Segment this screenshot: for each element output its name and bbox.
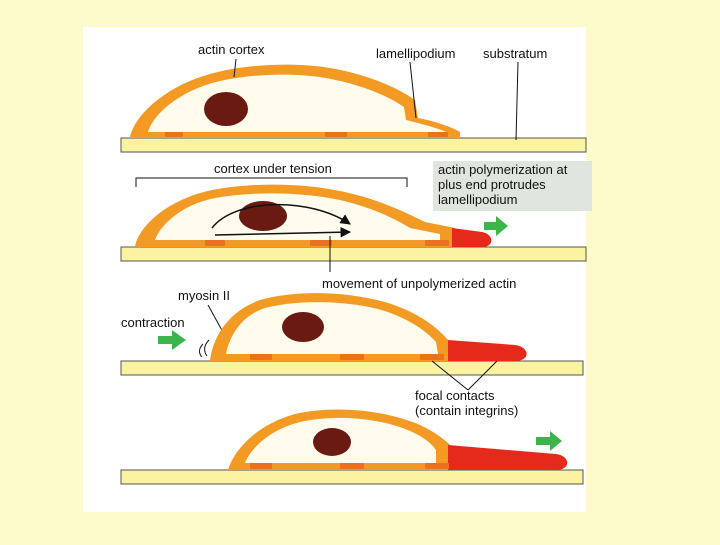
nucleus <box>239 201 287 231</box>
substratum-bar <box>120 137 587 153</box>
label-actin-cortex: actin cortex <box>198 42 265 57</box>
polymerized-actin-tip <box>448 340 527 361</box>
callout-line-3: lamellipodium <box>438 192 517 207</box>
cell-cytoplasm <box>226 302 438 354</box>
actin-flow-arrow <box>214 226 352 238</box>
label-substratum: substratum <box>483 46 547 61</box>
stage-2-cell <box>120 184 587 262</box>
callout-line-1: actin polymerization at <box>438 162 568 177</box>
substratum-bar <box>120 360 584 376</box>
focal-contacts <box>250 463 449 469</box>
stage-4-cell <box>120 409 584 485</box>
green-arrow-icon <box>536 431 562 451</box>
polymerization-callout <box>433 161 592 211</box>
stage-1-cell <box>120 64 587 153</box>
tension-bracket <box>135 177 408 187</box>
cell-cytoplasm <box>155 193 440 240</box>
label-focal-contacts: focal contacts <box>415 388 495 403</box>
label-lamellipodium: lamellipodium <box>376 46 455 61</box>
focal-contacts <box>205 240 449 246</box>
leader-focal-contacts <box>431 360 498 391</box>
focal-contacts <box>250 354 444 360</box>
leader-substratum <box>515 61 519 141</box>
label-movement-unpolymerized: movement of unpolymerized actin <box>322 276 516 291</box>
green-arrow-icon <box>158 330 186 350</box>
polymerized-actin-tip <box>452 228 492 247</box>
label-contraction: contraction <box>121 315 185 330</box>
substratum-bar <box>120 469 584 485</box>
label-myosin: myosin II <box>178 288 230 303</box>
cortex-flow-arrow <box>211 203 351 229</box>
polymerized-actin-tip <box>448 445 568 470</box>
focal-contacts <box>165 132 448 137</box>
leader-actin-cortex <box>233 58 237 78</box>
label-cortex-under-tension: cortex under tension <box>214 161 332 176</box>
nucleus <box>313 428 351 456</box>
label-integrins: (contain integrins) <box>415 403 518 418</box>
substratum-bar <box>120 246 587 262</box>
nucleus <box>282 312 324 342</box>
nucleus <box>204 92 248 126</box>
leader-lamellipodium <box>409 61 417 119</box>
leader-myosin <box>207 304 225 335</box>
green-arrow-icon <box>484 216 508 236</box>
motion-lines-icon <box>199 339 210 358</box>
callout-line-2: plus end protrudes <box>438 177 546 192</box>
stage-3-cell <box>120 293 584 376</box>
